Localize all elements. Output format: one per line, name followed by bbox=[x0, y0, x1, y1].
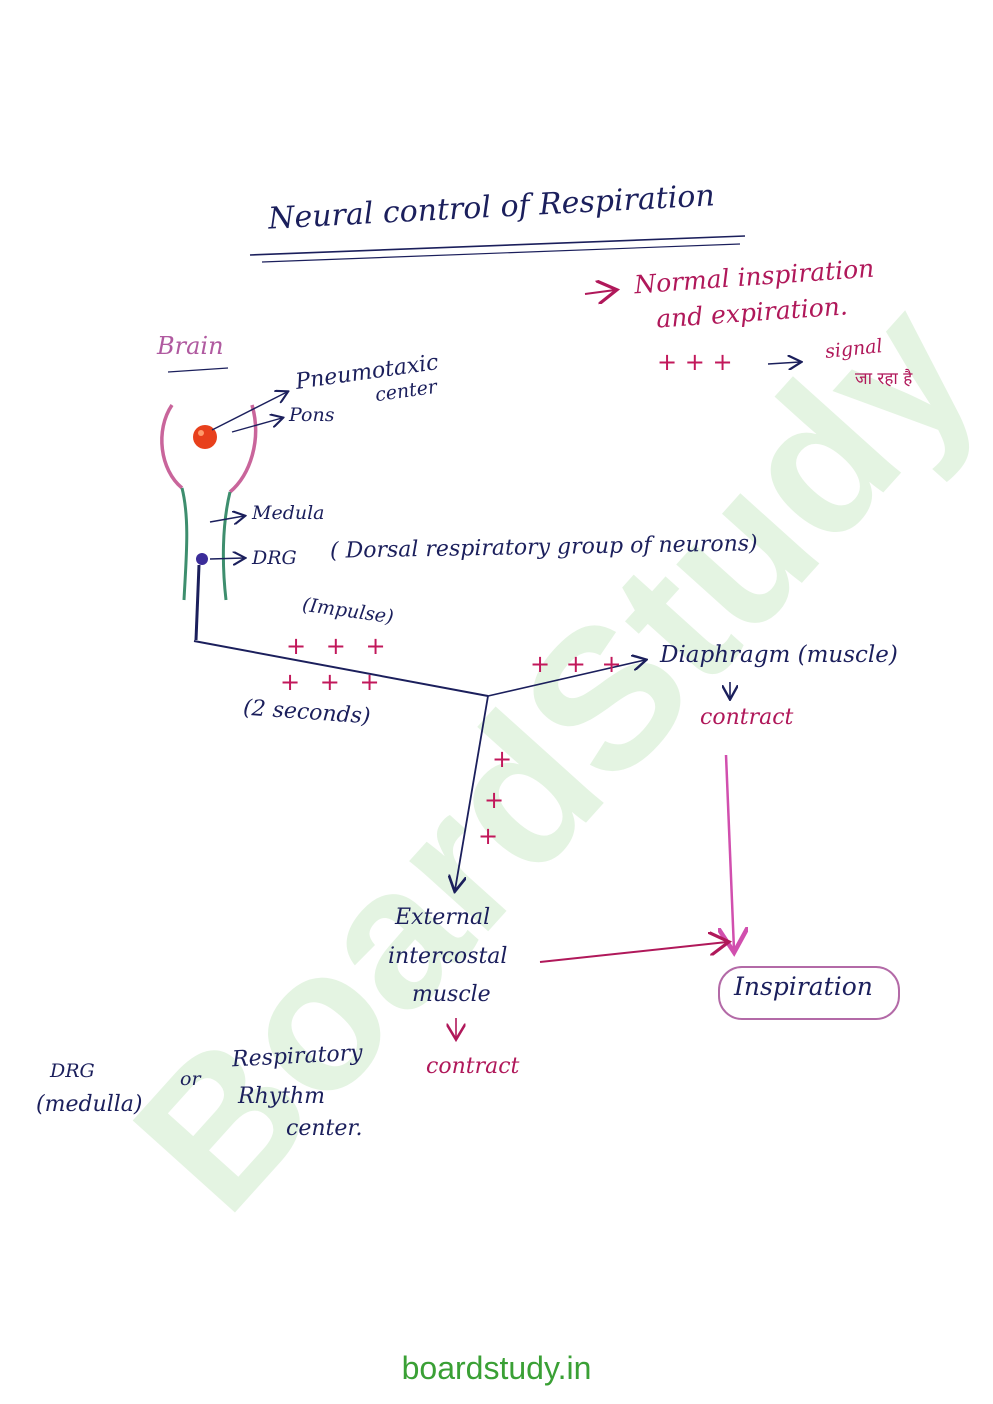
external-line3: muscle bbox=[412, 982, 491, 1007]
nerve-to-intercostal bbox=[455, 695, 489, 890]
signal-arrow bbox=[767, 362, 800, 364]
note-resp3: center. bbox=[286, 1116, 363, 1141]
normal-plus: + + + bbox=[657, 348, 733, 376]
contract-bottom: contract bbox=[426, 1054, 520, 1079]
nerve-to-diaphragm bbox=[487, 660, 645, 697]
inspiration-label: Inspiration bbox=[734, 972, 873, 1001]
brain-underline bbox=[167, 367, 229, 373]
drg-label: DRG bbox=[252, 547, 297, 569]
diaphragm-plus: + + + bbox=[530, 650, 626, 678]
intercostal-to-inspiration bbox=[539, 942, 727, 963]
normal-arrow bbox=[584, 290, 615, 294]
note-drg: DRG bbox=[50, 1060, 95, 1082]
note-medulla: (medulla) bbox=[36, 1092, 143, 1117]
inspiration-box bbox=[718, 966, 900, 1020]
brain-label: Brain bbox=[157, 332, 224, 360]
medulla-right bbox=[221, 491, 232, 601]
title-underline bbox=[249, 235, 746, 256]
external-line2: intercostal bbox=[388, 944, 508, 969]
impulse-plus-1: + + + bbox=[286, 632, 392, 660]
down-plus-3: + bbox=[478, 822, 499, 850]
diaphragm-label: Diaphragm (muscle) bbox=[660, 642, 898, 668]
contract-to-inspiration bbox=[726, 754, 734, 950]
brain-right-pink bbox=[228, 404, 258, 494]
hindi-note: जा रहा है bbox=[855, 369, 913, 389]
down-plus-2: + bbox=[484, 786, 505, 814]
footer-url[interactable]: boardstudy.in bbox=[401, 1350, 592, 1386]
nerve-stem bbox=[194, 564, 201, 641]
note-or: or bbox=[180, 1068, 201, 1090]
title-underline-2 bbox=[261, 243, 741, 263]
contract-right: contract bbox=[700, 705, 794, 730]
impulse-plus-2: + + + bbox=[280, 668, 386, 696]
pons-label: Pons bbox=[289, 404, 335, 426]
external-line1: External bbox=[395, 905, 491, 930]
drg-dot bbox=[196, 553, 208, 565]
down-plus-1: + bbox=[492, 745, 513, 773]
medulla-label: Medula bbox=[252, 502, 325, 524]
note-resp2: Rhythm bbox=[238, 1084, 326, 1109]
medulla-left bbox=[180, 487, 189, 601]
nerve-horizontal bbox=[193, 640, 489, 697]
brain-left-pink bbox=[160, 404, 184, 490]
